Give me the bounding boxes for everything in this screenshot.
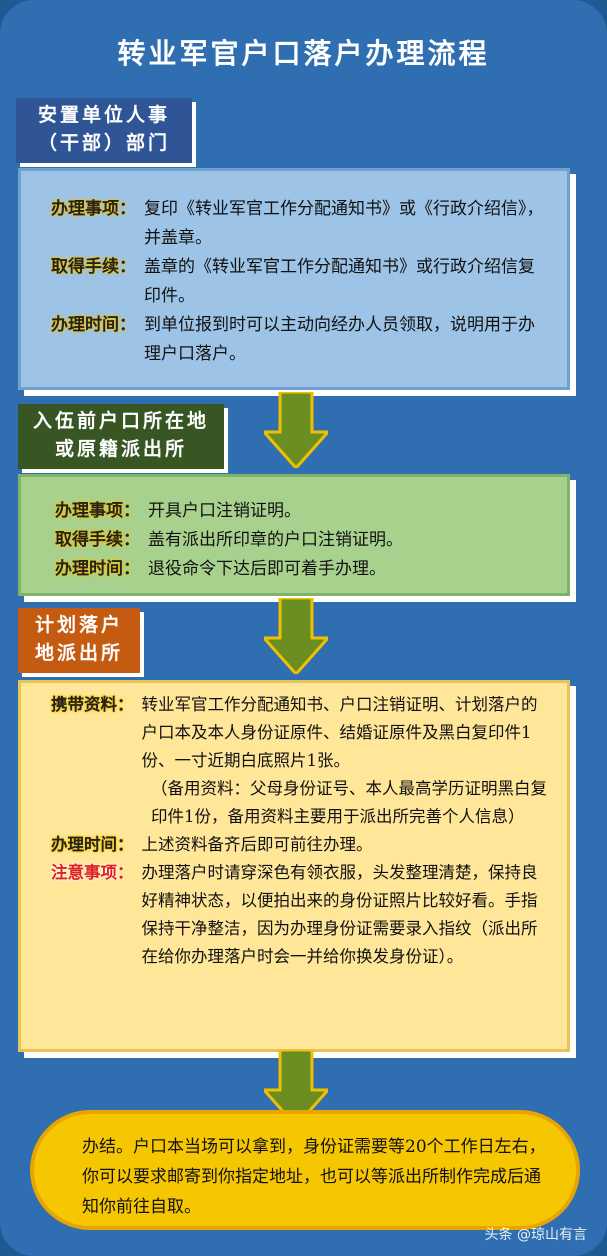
final-text: 办结。户口本当场可以拿到，身份证需要等20个工作日左右，你可以要求邮寄到你指定地… xyxy=(82,1137,546,1217)
arrow-1 xyxy=(264,392,328,468)
section3-text-1: 转业军官工作分配通知书、户口注销证明、计划落户的户口本及本人身份证原件、结婚证原… xyxy=(141,695,538,770)
section1-tag-line-1: 安置单位人事 xyxy=(37,104,170,126)
section3-label-1: 携带资料： xyxy=(51,695,134,714)
final-result-box: 办结。户口本当场可以拿到，身份证需要等20个工作日左右，你可以要求邮寄到你指定地… xyxy=(30,1110,580,1230)
section2-text-1: 开具户口注销证明。 xyxy=(148,501,301,521)
watermark: 头条 @琼山有言 xyxy=(484,1227,587,1243)
section1-text-2: 盖章的《转业军官工作分配通知书》或行政介绍信复印件。 xyxy=(144,257,535,306)
section2-label-2: 取得手续： xyxy=(55,530,140,550)
section3-label-4: 注意事项： xyxy=(51,863,134,882)
section3-text-4: 办理落户时请穿深色有领衣服，头发整理清楚，保持良好精神状态，以便拍出来的身份证照… xyxy=(141,863,538,966)
section3-box: 携带资料： 转业军官工作分配通知书、户口注销证明、计划落户的户口本及本人身份证原… xyxy=(18,680,570,1052)
section2-tag-line-2: 或原籍派出所 xyxy=(54,438,187,460)
section1-box: 办理事项： 复印《转业军官工作分配通知书》或《行政介绍信》，并盖章。 取得手续：… xyxy=(18,168,570,390)
section1-tag: 安置单位人事 （干部）部门 xyxy=(16,98,192,163)
section2-row-2: 取得手续： 盖有派出所印章的户口注销证明。 xyxy=(55,526,547,555)
section3-tag-line-2: 地派出所 xyxy=(34,642,123,664)
section3-row-2: （备用资料：父母身份证号、本人最高学历证明黑白复印件1份，备用资料主要用于派出所… xyxy=(51,775,553,831)
section2-text-3: 退役命令下达后即可着手办理。 xyxy=(148,559,386,579)
section1-label-2: 取得手续： xyxy=(51,257,136,277)
section1-text-3: 到单位报到时可以主动向经办人员领取，说明用于办理户口落户。 xyxy=(144,315,535,364)
section3-row-3: 办理时间： 上述资料备齐后即可前往办理。 xyxy=(51,831,553,859)
section2-tag-line-1: 入伍前户口所在地 xyxy=(32,410,209,432)
page-title: 转业军官户口落户办理流程 xyxy=(117,37,490,70)
section3-row-4: 注意事项： 办理落户时请穿深色有领衣服，头发整理清楚，保持良好精神状态，以便拍出… xyxy=(51,859,553,971)
section2-label-3: 办理时间： xyxy=(55,559,140,579)
section3-tag: 计划落户 地派出所 xyxy=(18,608,140,673)
section3-text-3: 上述资料备齐后即可前往办理。 xyxy=(141,835,373,854)
section2-label-1: 办理事项： xyxy=(55,501,140,521)
arrow-3 xyxy=(264,1050,328,1126)
section3-row-1: 携带资料： 转业军官工作分配通知书、户口注销证明、计划落户的户口本及本人身份证原… xyxy=(51,691,553,775)
section1-label-3: 办理时间： xyxy=(51,315,136,335)
section1-label-1: 办理事项： xyxy=(51,199,136,219)
section1-row-2: 取得手续： 盖章的《转业军官工作分配通知书》或行政介绍信复印件。 xyxy=(51,253,547,311)
section1-row-1: 办理事项： 复印《转业军官工作分配通知书》或《行政介绍信》，并盖章。 xyxy=(51,195,547,253)
section3-label-3: 办理时间： xyxy=(51,835,134,854)
section3-tag-line-1: 计划落户 xyxy=(34,614,123,636)
section1-row-3: 办理时间： 到单位报到时可以主动向经办人员领取，说明用于办理户口落户。 xyxy=(51,311,547,369)
section2-row-3: 办理时间： 退役命令下达后即可着手办理。 xyxy=(55,555,547,584)
section2-box: 办理事项： 开具户口注销证明。 取得手续： 盖有派出所印章的户口注销证明。 办理… xyxy=(18,474,570,596)
section1-text-1: 复印《转业军官工作分配通知书》或《行政介绍信》，并盖章。 xyxy=(144,199,544,248)
section3-text-2: （备用资料：父母身份证号、本人最高学历证明黑白复印件1份，备用资料主要用于派出所… xyxy=(151,779,547,826)
arrow-2 xyxy=(264,598,328,674)
section2-row-1: 办理事项： 开具户口注销证明。 xyxy=(55,497,547,526)
section2-tag: 入伍前户口所在地 或原籍派出所 xyxy=(18,404,224,469)
section1-tag-line-2: （干部）部门 xyxy=(37,132,170,154)
section2-text-2: 盖有派出所印章的户口注销证明。 xyxy=(148,530,403,550)
